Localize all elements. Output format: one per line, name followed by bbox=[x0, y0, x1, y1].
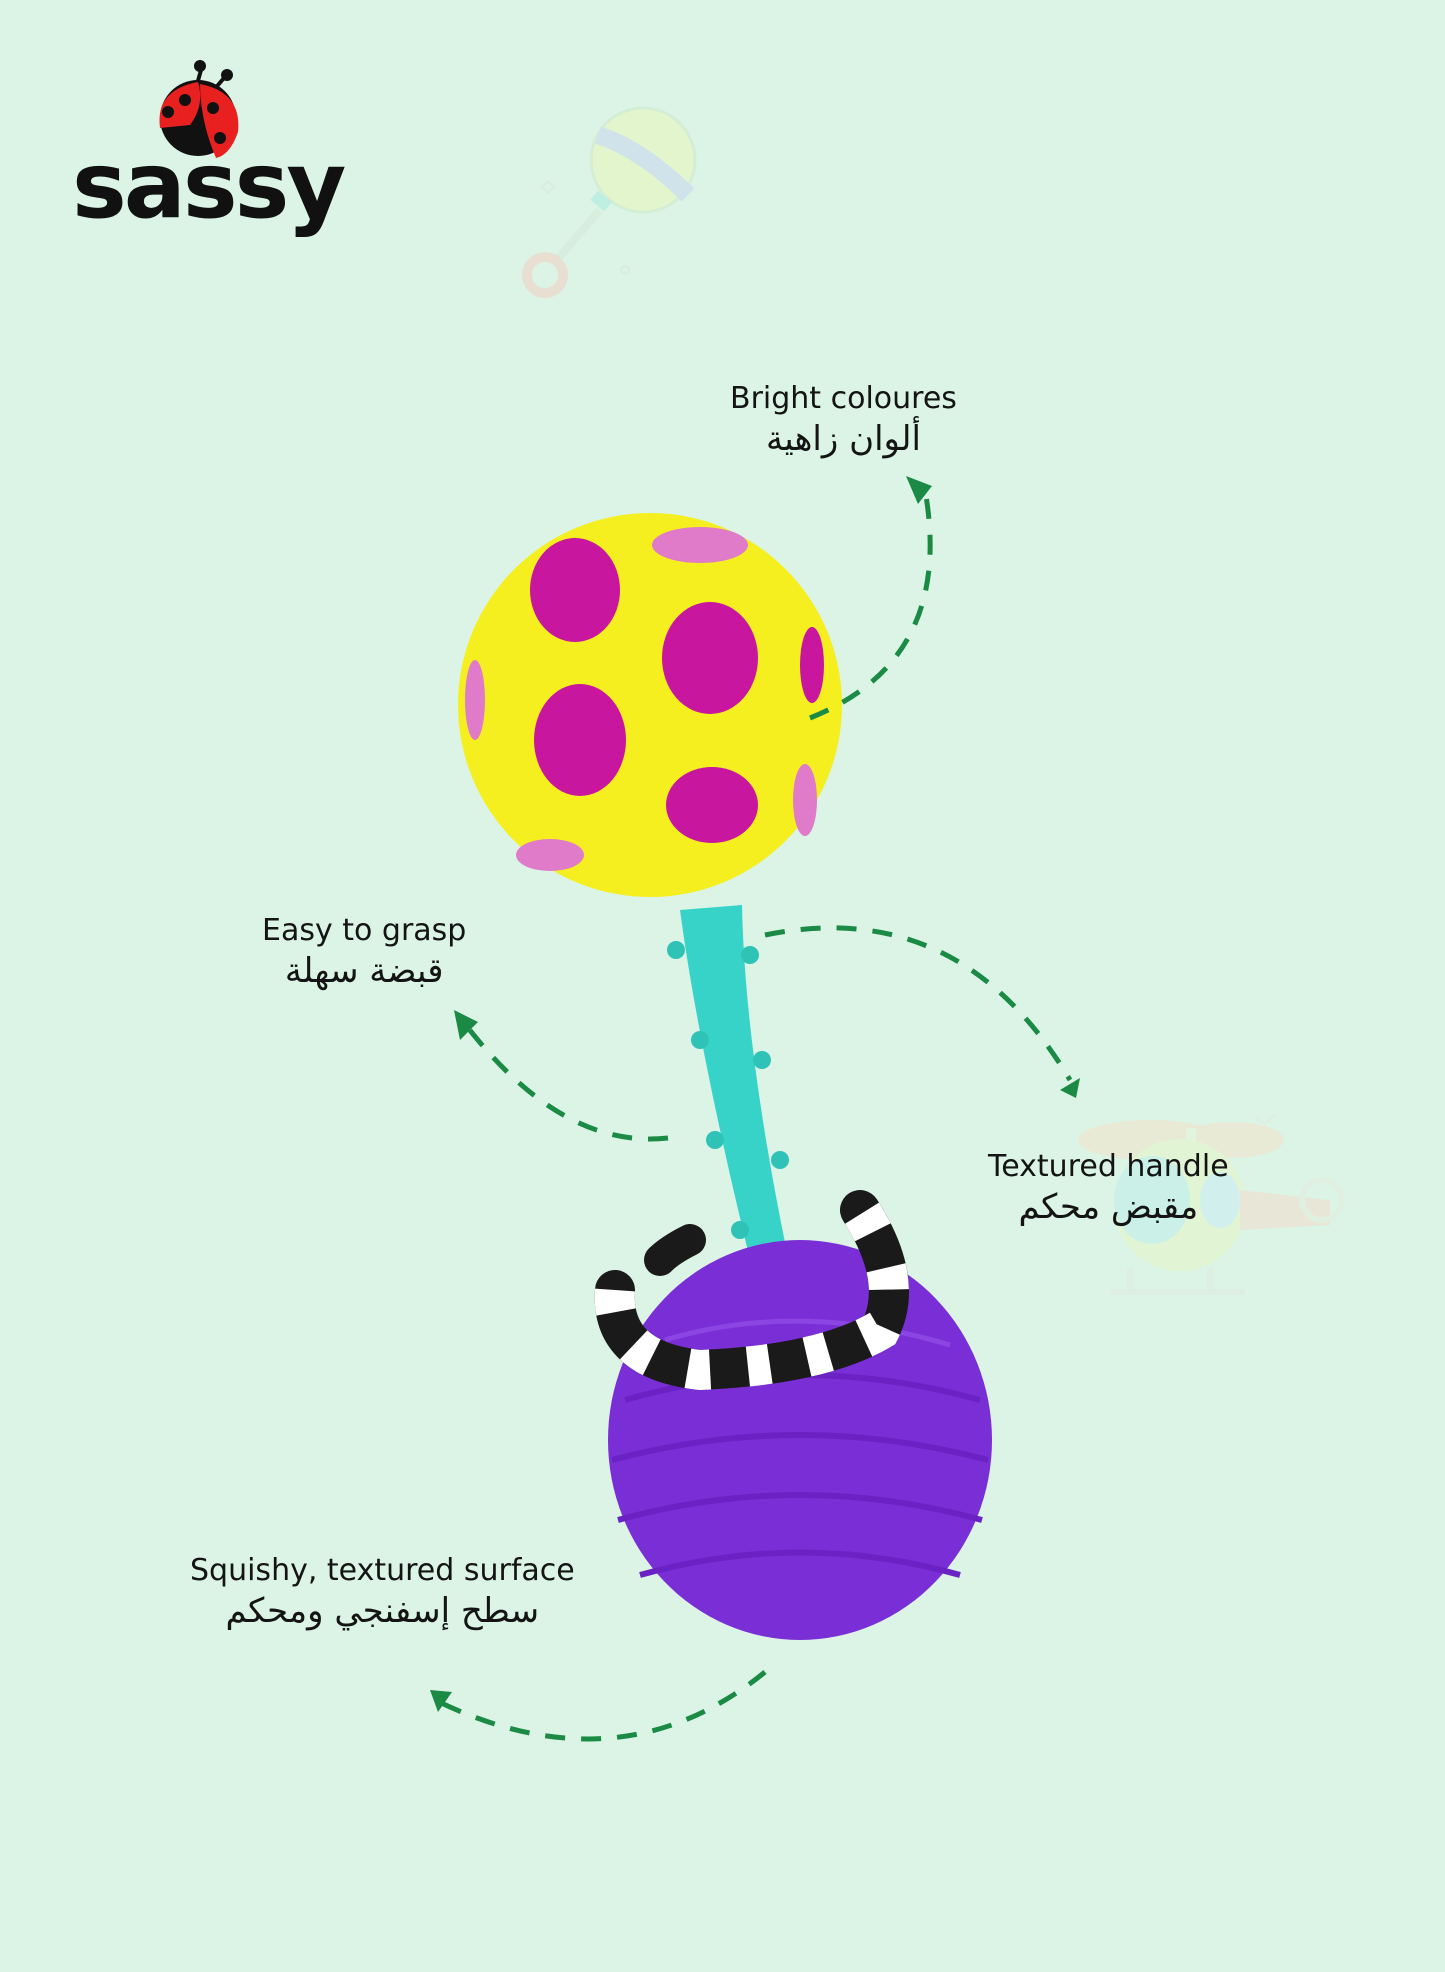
helicopter-watermark-icon bbox=[1078, 1113, 1345, 1295]
callout-en-label: Easy to grasp bbox=[262, 913, 467, 948]
callout-ar-label: قبضة سهلة bbox=[284, 950, 444, 991]
ladybug-icon bbox=[159, 60, 239, 158]
arrows bbox=[433, 489, 1073, 1742]
top-ball-part bbox=[458, 513, 842, 897]
callout-easy-to-grasp: Easy to grasp قبضة سهلة bbox=[262, 912, 466, 992]
bottom-ball-part bbox=[608, 1240, 992, 1640]
callout-ar-label: مقبض محكم bbox=[1018, 1186, 1199, 1227]
brand-wordmark: sassy bbox=[72, 132, 346, 239]
callout-squishy-surface: Squishy, textured surface سطح إسفنجي ومح… bbox=[190, 1552, 575, 1632]
sensory-ring-part bbox=[594, 1190, 909, 1391]
arrow-textured-handle bbox=[764, 925, 1073, 1082]
callout-en-label: Squishy, textured surface bbox=[190, 1553, 575, 1588]
callout-ar-label: ألوان زاهية bbox=[766, 418, 921, 459]
callout-en-label: Bright coloures bbox=[730, 381, 957, 416]
rattle-watermark-icon bbox=[522, 106, 697, 298]
arrow-bright-colours bbox=[809, 489, 933, 721]
callout-bright-colours: Bright coloures ألوان زاهية bbox=[730, 380, 957, 460]
arrow-squishy-surface bbox=[433, 1670, 767, 1742]
callout-en-label: Textured handle bbox=[988, 1149, 1229, 1184]
callout-ar-label: سطح إسفنجي ومحكم bbox=[225, 1590, 540, 1631]
callout-textured-handle: Textured handle مقبض محكم bbox=[988, 1148, 1229, 1228]
arrowheads bbox=[430, 476, 1080, 1712]
arrow-easy-to-grasp bbox=[460, 1018, 669, 1142]
handle-part bbox=[667, 905, 795, 1300]
